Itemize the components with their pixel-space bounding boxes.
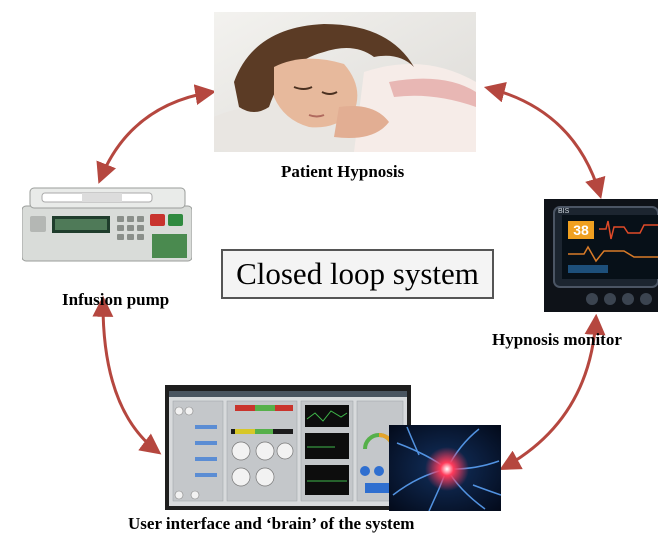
hypnosis-monitor-photo: 38 BIS xyxy=(544,199,658,312)
arrow-patient-monitor xyxy=(483,81,606,200)
arrow-ui-pump xyxy=(92,295,162,455)
arrow-pump-patient xyxy=(96,84,217,184)
svg-text:BIS: BIS xyxy=(558,208,570,215)
infusion-pump-label: Infusion pump xyxy=(62,290,170,309)
patient-hypnosis-label: Patient Hypnosis xyxy=(281,162,405,181)
patient-photo xyxy=(214,12,476,152)
bis-value: 38 xyxy=(573,222,589,238)
closed-loop-system-title: Closed loop system xyxy=(221,249,494,299)
user-interface-label: User interface and ‘brain’ of the system xyxy=(128,514,415,533)
infusion-pump-photo xyxy=(22,186,192,266)
user-interface-screenshot xyxy=(165,385,411,510)
arrow-monitor-ui xyxy=(499,313,606,471)
center-title-text: Closed loop system xyxy=(236,256,479,291)
hypnosis-monitor-label: Hypnosis monitor xyxy=(492,330,622,349)
neuron-photo xyxy=(389,425,501,511)
